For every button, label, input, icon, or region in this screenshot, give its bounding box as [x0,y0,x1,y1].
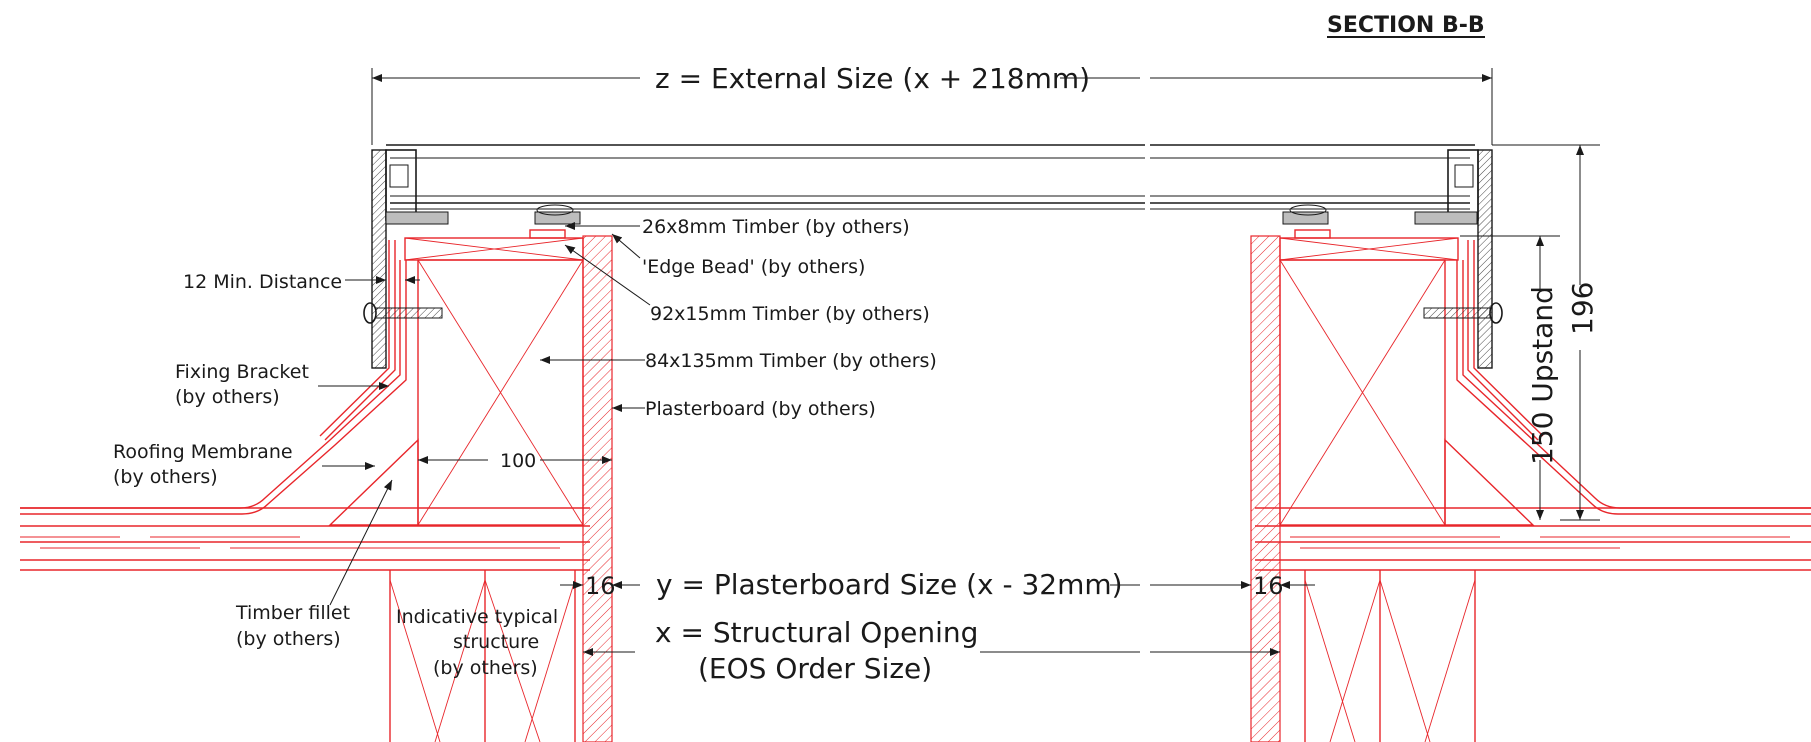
right-upstand [1250,229,1811,742]
label-edge-bead: 'Edge Bead' (by others) [611,233,865,278]
label-fixing-bracket: Fixing Bracket (by others) [175,361,389,408]
label-timber-84x135: 84x135mm Timber (by others) [540,350,937,372]
external-size-dimension: z = External Size (x + 218mm) [371,62,1493,145]
svg-text:Fixing Bracket: Fixing Bracket [175,361,309,383]
svg-text:92x15mm Timber (by others): 92x15mm Timber (by others) [650,303,930,325]
svg-text:(by others): (by others) [433,657,538,679]
section-title: SECTION B-B [1327,13,1485,38]
left-screw-icon [363,302,443,324]
indicative-structure [389,570,1476,742]
label-plasterboard: Plasterboard (by others) [612,398,876,420]
rooflight-frame [371,144,1493,369]
structural-opening-label-1: x = Structural Opening [655,616,978,649]
label-timber-92x15: 92x15mm Timber (by others) [564,244,930,325]
external-size-label: z = External Size (x + 218mm) [655,62,1090,95]
structural-opening-dimension: x = Structural Opening (EOS Order Size) [583,616,1280,685]
svg-text:26x8mm Timber (by others): 26x8mm Timber (by others) [642,216,910,238]
offset-left-label: 16 [585,572,616,600]
svg-text:(by others): (by others) [175,386,280,408]
width-100-label: 100 [500,450,536,472]
svg-text:Plasterboard (by others): Plasterboard (by others) [645,398,876,420]
svg-text:Timber fillet: Timber fillet [235,602,350,624]
right-screw-icon [1423,302,1503,324]
overall-height-label: 196 [1566,282,1599,335]
svg-text:(by others): (by others) [113,466,218,488]
svg-text:12 Min. Distance: 12 Min. Distance [183,271,342,293]
width-100-dimension: 100 [418,450,612,472]
label-timber-26x8: 26x8mm Timber (by others) [565,216,910,238]
svg-text:Indicative typical: Indicative typical [396,606,558,628]
svg-text:'Edge Bead' (by others): 'Edge Bead' (by others) [642,256,865,278]
plasterboard-size-dimension: 16 y = Plasterboard Size (x - 32mm) 16 [560,568,1315,601]
svg-text:84x135mm Timber (by others): 84x135mm Timber (by others) [645,350,937,372]
label-roofing-membrane: Roofing Membrane (by others) [113,441,375,488]
roof-deck [20,507,1811,571]
label-min-distance: 12 Min. Distance [183,271,420,293]
left-upstand [20,229,613,742]
svg-text:structure: structure [453,631,539,653]
plasterboard-size-label: y = Plasterboard Size (x - 32mm) [656,568,1123,601]
svg-text:(by others): (by others) [236,628,341,650]
label-timber-fillet: Timber fillet (by others) [235,479,393,650]
structural-opening-label-2: (EOS Order Size) [698,652,932,685]
upstand-dimension: 150 Upstand [1460,235,1560,520]
svg-text:SECTION B-B: SECTION B-B [1327,13,1485,38]
offset-right-label: 16 [1253,572,1284,600]
overall-height-dimension: 196 [1492,144,1600,521]
upstand-label: 150 Upstand [1526,286,1559,465]
label-indicative-structure: Indicative typical structure (by others) [396,606,558,679]
svg-text:Roofing Membrane: Roofing Membrane [113,441,293,463]
